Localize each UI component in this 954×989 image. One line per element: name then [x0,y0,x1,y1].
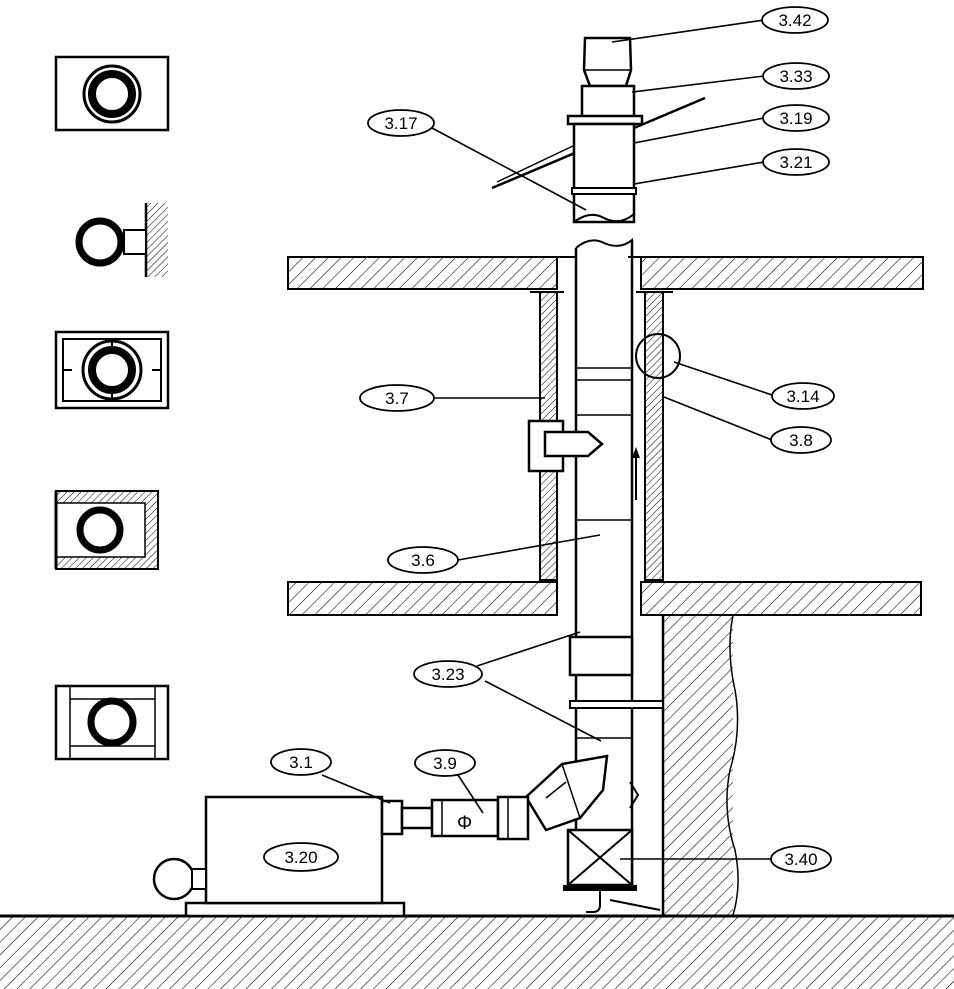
label-3-17-text: 3.17 [384,114,417,133]
top-flue-pipe [566,36,644,224]
label-3-8-text: 3.8 [789,431,813,450]
label-3-23: 3.23 [413,660,483,688]
exterior-wall [661,614,739,916]
damper-symbol: Φ [457,813,472,834]
elbow-connector [524,754,609,832]
label-3-42-text: 3.42 [778,11,811,30]
label-3-9: 3.9 [414,749,476,777]
label-3-21: 3.21 [762,148,830,176]
label-3-20-text: 3.20 [284,848,317,867]
label-3-14: 3.14 [771,382,835,410]
label-3-1: 3.1 [270,748,332,776]
label-3-7-text: 3.7 [385,389,409,408]
appliance-flue-collar [380,799,434,836]
label-3-9-text: 3.9 [433,754,457,773]
variant-three-side-enclosure [54,490,159,570]
appliance-heater [152,795,406,918]
variant-wall-bracket [75,203,168,277]
ground-floor [0,914,954,989]
label-3-1-text: 3.1 [289,753,313,772]
variant-square-frame [54,55,170,132]
lower-floor-slab [287,581,922,616]
label-3-33: 3.33 [762,62,830,90]
damper-section: Φ [430,795,530,841]
label-3-6-text: 3.6 [411,551,435,570]
flue-spacer-callout-circle [635,333,681,379]
label-3-19-text: 3.19 [779,109,812,128]
label-3-23-text: 3.23 [431,665,464,684]
label-3-8: 3.8 [770,426,832,454]
leader-lines [321,19,776,860]
label-3-6: 3.6 [387,546,459,574]
upper-floor-slab [287,256,924,290]
label-3-33-text: 3.33 [779,67,812,86]
label-3-40: 3.40 [770,845,832,873]
variant-open-frame [54,684,170,761]
label-3-40-text: 3.40 [784,850,817,869]
label-3-14-text: 3.14 [786,387,819,406]
thimble-bracket [527,419,604,473]
label-3-19: 3.19 [762,104,830,132]
label-3-17: 3.17 [367,109,435,137]
label-3-21-text: 3.21 [779,153,812,172]
cleanout-tee [563,781,661,913]
variant-frame-with-spacers [54,330,170,410]
label-3-42: 3.42 [761,6,829,34]
main-vertical-flue [568,237,664,885]
label-3-7: 3.7 [359,384,435,412]
label-3-20: 3.20 [263,842,339,872]
